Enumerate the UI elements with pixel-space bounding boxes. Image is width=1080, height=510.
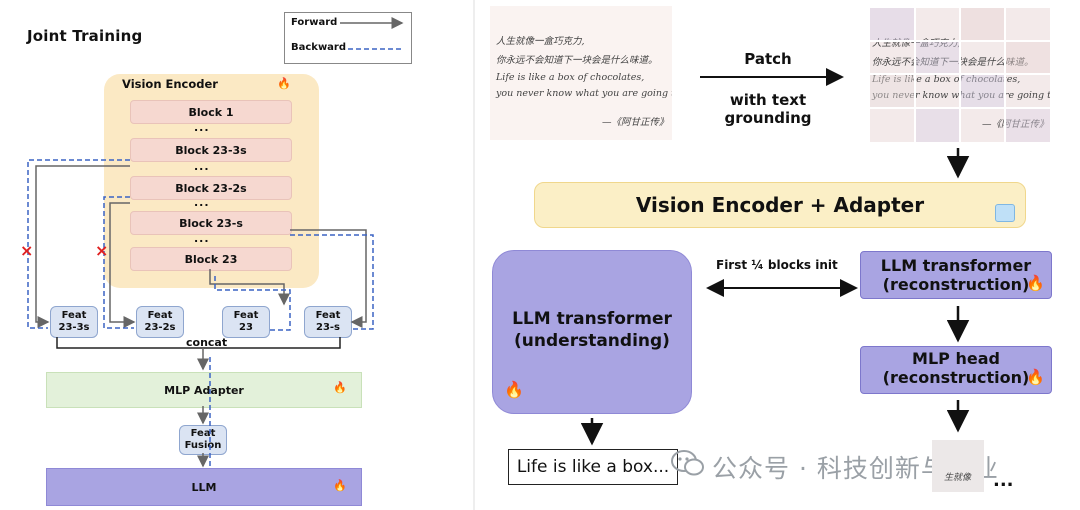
llm-understanding-line1: LLM transformer (512, 309, 672, 329)
mlp-adapter-label: MLP Adapter (164, 383, 244, 397)
llm-block: LLM (46, 468, 362, 506)
image-text-line1: 人生就像一盒巧克力, (872, 38, 961, 49)
reconstructed-image-text: 生就像 (944, 473, 972, 483)
image-text-line4: you never know what you are going to get… (496, 88, 672, 99)
left-connectors: × × (20, 0, 475, 510)
concat-label: concat (186, 336, 228, 349)
vision-encoder-adapter-label: Vision Encoder + Adapter (635, 193, 925, 217)
fire-icon: 🔥 (504, 380, 524, 399)
block-23-s: Block 23-s (130, 211, 292, 235)
llm-understanding-line2: (understanding) (514, 331, 670, 351)
vision-encoder-adapter: Vision Encoder + Adapter (534, 182, 1026, 228)
joint-training-title: Joint Training (27, 27, 143, 45)
image-text-line1: 人生就像一盒巧克力, (496, 36, 585, 47)
patched-image: 人生就像一盒巧克力, 你永远不会知道下一块会是什么味道。 Life is lik… (870, 8, 1050, 142)
fire-icon: 🔥 (1026, 274, 1045, 292)
patch-label: Patch (744, 50, 792, 68)
image-text-line3: Life is like a box of chocolates, (872, 74, 1021, 85)
mlp-adapter: MLP Adapter (46, 372, 362, 408)
feat-index: 23-3s (58, 322, 90, 333)
image-text-line2: 你永远不会知道下一块会是什么味道。 (872, 57, 1034, 68)
block-dots: ... (194, 232, 210, 245)
feat-23: Feat 23 (222, 306, 270, 338)
feat-fusion-line1: Feat (190, 428, 216, 439)
feat-index: 23-s (315, 322, 341, 333)
wechat-icon (671, 450, 704, 476)
right-connectors (580, 68, 970, 446)
patch-grid (870, 8, 1050, 142)
block-dots: ... (194, 196, 210, 209)
output-text-box: Life is like a box... (508, 449, 678, 485)
llm-reconstruction-line1: LLM transformer (880, 256, 1032, 275)
mlp-head-line1: MLP head (912, 349, 1000, 368)
image-text-line5: —《阿甘正传》 (602, 117, 669, 128)
block-23: Block 23 (130, 247, 292, 271)
block-dots: ... (194, 121, 210, 134)
ice-icon (995, 204, 1015, 222)
feat-23-2s: Feat 23-2s (136, 306, 184, 338)
feat-label: Feat (147, 310, 173, 321)
image-text-line2: 你永远不会知道下一块会是什么味道。 (496, 55, 658, 66)
source-image: 人生就像一盒巧克力, 你永远不会知道下一块会是什么味道。 Life is lik… (490, 6, 672, 140)
legend-backward-label: Backward (291, 42, 347, 53)
llm-transformer-reconstruction: LLM transformer (reconstruction) (860, 251, 1052, 299)
text-grounding-label: with text grounding (724, 91, 812, 127)
stop-mark: × (95, 241, 108, 260)
stop-mark: × (20, 241, 33, 260)
ellipsis: ... (993, 470, 1014, 491)
image-text-line5: —《阿甘正传》 (982, 119, 1049, 130)
mlp-head-line2: (reconstruction) (882, 368, 1030, 387)
vision-encoder-title: Vision Encoder (122, 77, 218, 91)
block-1: Block 1 (130, 100, 292, 124)
image-text-line3: Life is like a box of chocolates, (496, 72, 645, 83)
fire-icon: 🔥 (333, 381, 347, 394)
feat-fusion-line2: Fusion (184, 440, 222, 451)
llm-transformer-understanding: LLM transformer (understanding) (492, 250, 692, 414)
feat-label: Feat (61, 310, 87, 321)
fire-icon: 🔥 (1026, 368, 1045, 386)
llm-reconstruction-line2: (reconstruction) (882, 275, 1030, 294)
output-text: Life is like a box... (516, 457, 670, 477)
feat-label: Feat (315, 310, 341, 321)
fire-icon: 🔥 (333, 479, 347, 492)
feat-index: 23-2s (144, 322, 176, 333)
feat-23-3s: Feat 23-3s (50, 306, 98, 338)
feat-label: Feat (233, 310, 259, 321)
reconstructed-image: 生就像 (932, 440, 984, 492)
block-dots: ... (194, 160, 210, 173)
fire-icon: 🔥 (277, 77, 291, 90)
legend-forward-label: Forward (291, 17, 338, 28)
llm-label: LLM (191, 480, 217, 494)
blocks-init-label: First ¼ blocks init (716, 258, 838, 272)
block-23-2s: Block 23-2s (130, 176, 292, 200)
mlp-head: MLP head (reconstruction) (860, 346, 1052, 394)
block-23-3s: Block 23-3s (130, 138, 292, 162)
feat-index: 23 (239, 322, 253, 333)
legend: Forward Backward (284, 12, 412, 64)
